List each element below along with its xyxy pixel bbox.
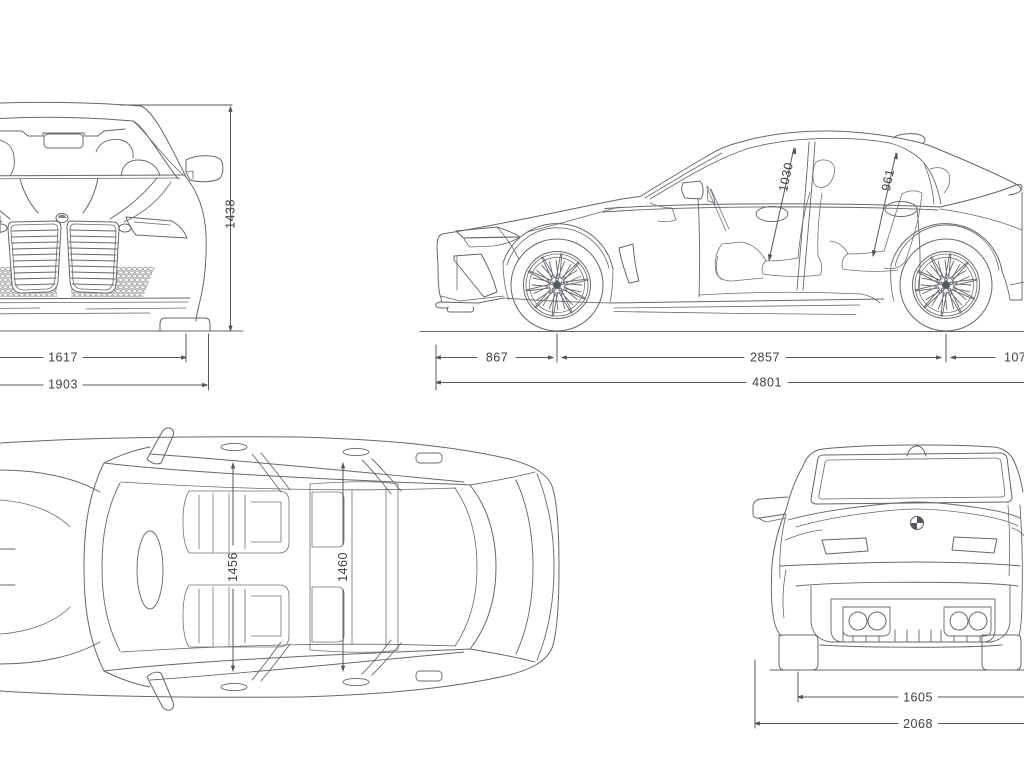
svg-text:2068: 2068 xyxy=(903,717,933,731)
svg-text:1460: 1460 xyxy=(336,552,350,582)
svg-text:2857: 2857 xyxy=(750,351,780,365)
svg-text:867: 867 xyxy=(486,351,508,365)
svg-text:1617: 1617 xyxy=(48,351,78,365)
svg-text:4801: 4801 xyxy=(752,376,782,390)
svg-text:107: 107 xyxy=(1004,351,1024,365)
svg-text:1030: 1030 xyxy=(776,161,796,193)
svg-text:1903: 1903 xyxy=(48,378,78,392)
svg-text:961: 961 xyxy=(879,168,897,193)
svg-text:1605: 1605 xyxy=(903,691,933,705)
svg-text:1456: 1456 xyxy=(226,552,240,582)
svg-text:1438: 1438 xyxy=(224,199,238,229)
